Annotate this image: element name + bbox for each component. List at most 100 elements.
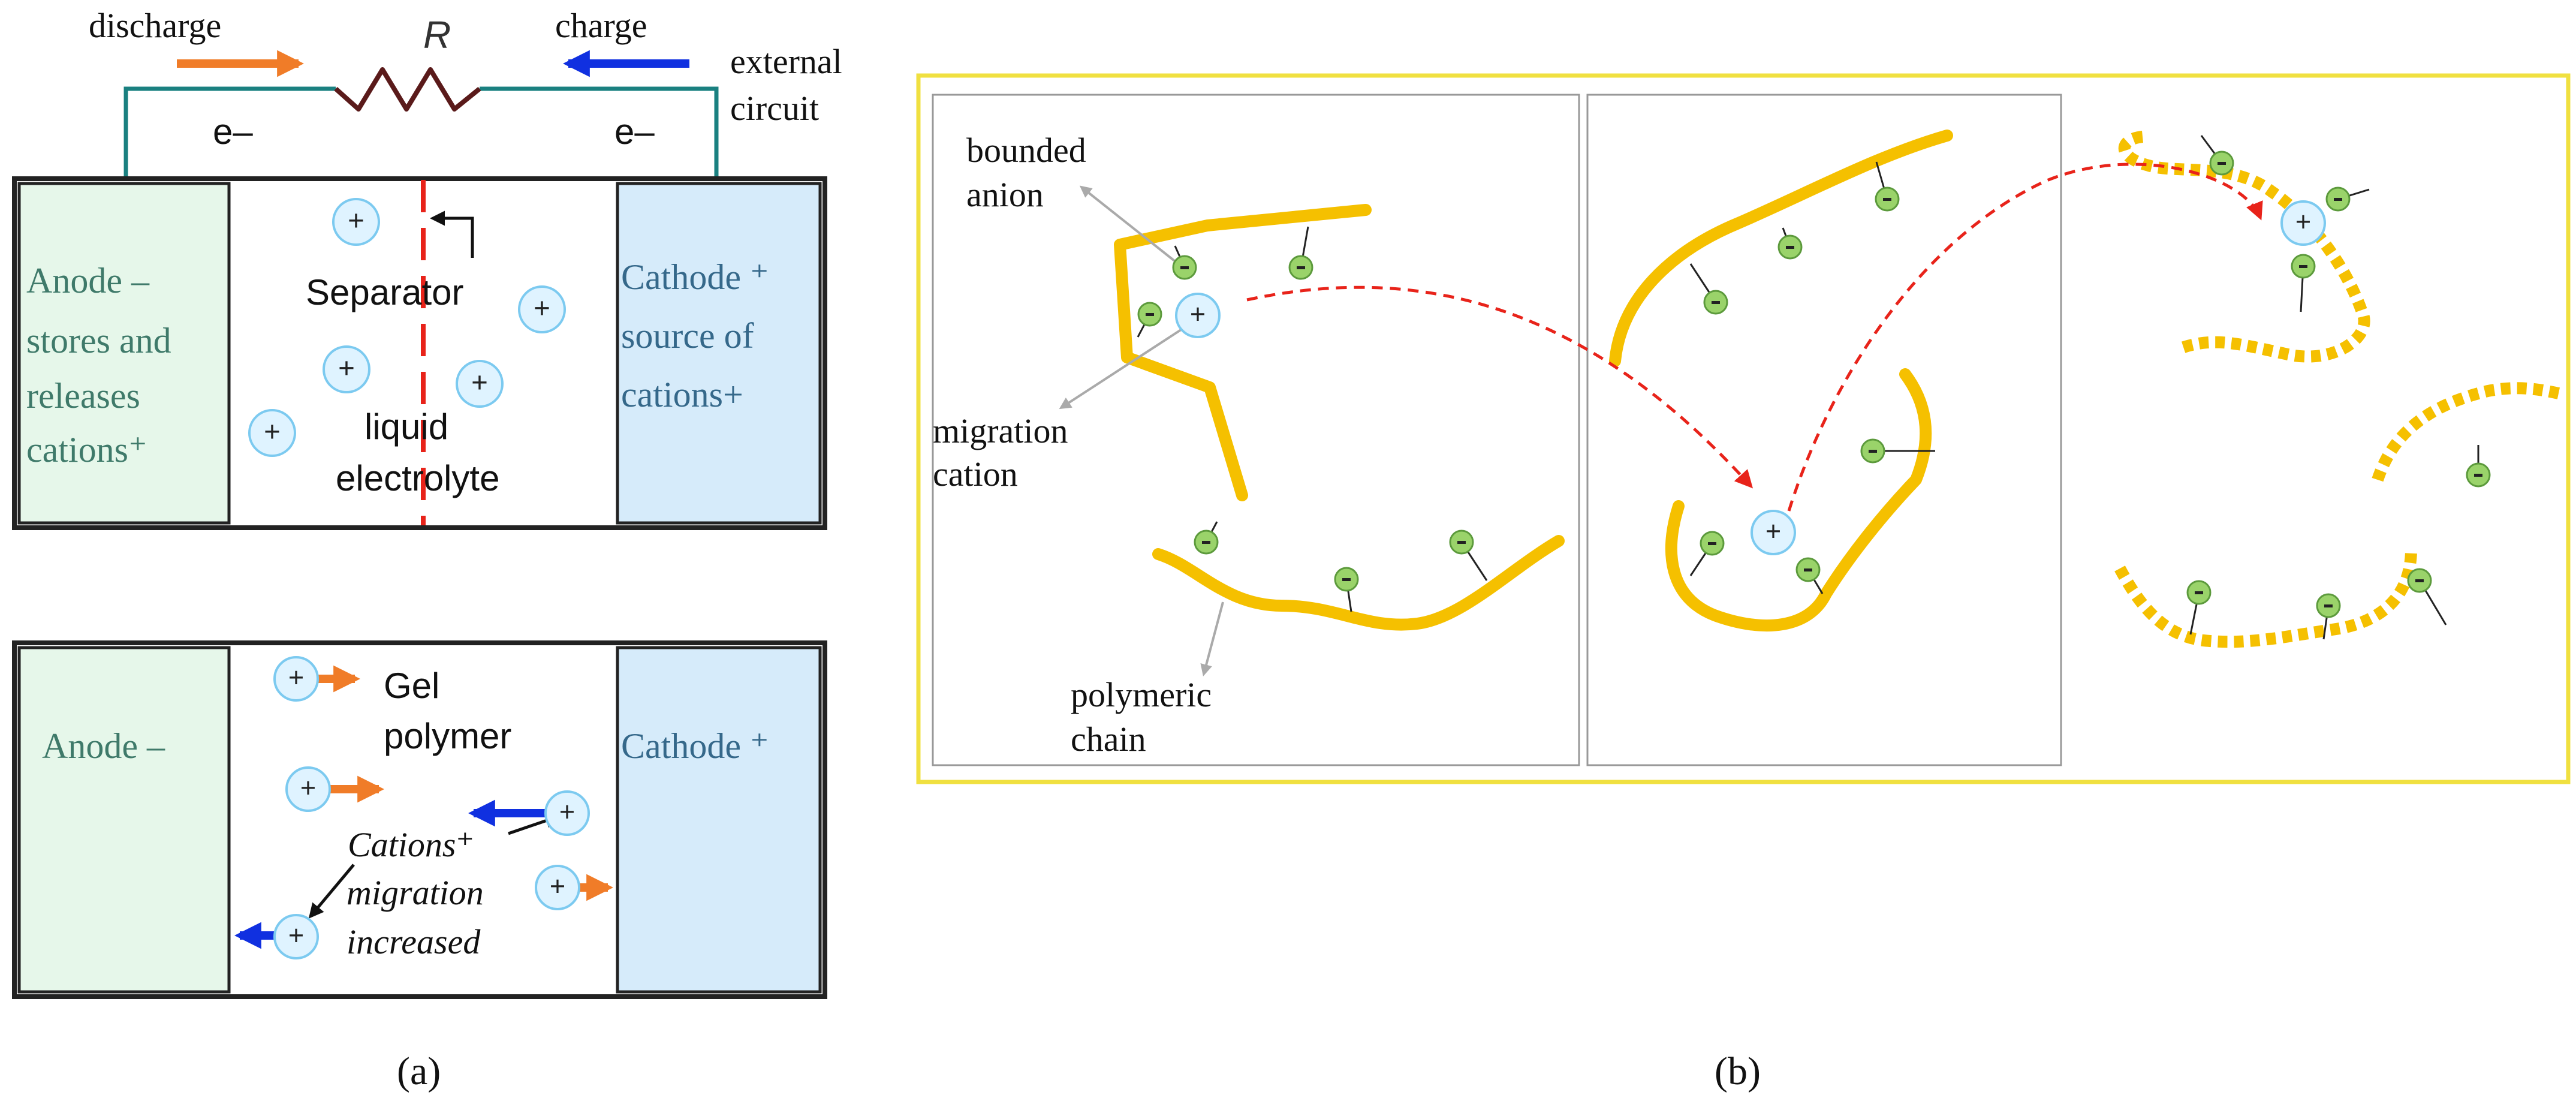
anion-icon bbox=[1795, 557, 1824, 594]
svg-text:+: + bbox=[2295, 206, 2311, 237]
external-circuit: R e– e– discharge charge external circui… bbox=[89, 6, 842, 187]
anion-icon bbox=[1334, 567, 1359, 612]
caption-b: (b) bbox=[1715, 1049, 1761, 1093]
anion-icon bbox=[2407, 568, 2447, 625]
gel-label-1: Gel bbox=[384, 666, 439, 706]
cation-icon: + bbox=[535, 865, 580, 910]
polymer-chain bbox=[1609, 130, 1953, 367]
panel-b-box-2 bbox=[1586, 94, 2062, 766]
gel-label-2: polymer bbox=[384, 716, 511, 756]
svg-text:+: + bbox=[288, 662, 304, 693]
anion-icon bbox=[1288, 226, 1313, 280]
anion-icon bbox=[2466, 445, 2491, 488]
anion-icon bbox=[1137, 302, 1162, 338]
cation-icon: + bbox=[323, 345, 370, 393]
bottom-cathode-label: Cathode ⁺ bbox=[621, 726, 769, 766]
electrolyte-label-1: liquid bbox=[364, 407, 448, 447]
migration-cation-label-2: cation bbox=[933, 455, 1018, 494]
cation-icon: + bbox=[1751, 510, 1796, 555]
separator-label: Separator bbox=[306, 272, 464, 312]
polymer-chain bbox=[1114, 204, 1372, 501]
top-anode-label-3: releases bbox=[26, 376, 140, 416]
cation-icon: + bbox=[273, 914, 319, 959]
top-cell: Anode – stores and releases cations⁺ Cat… bbox=[12, 176, 827, 530]
discharge-label: discharge bbox=[89, 6, 221, 45]
migration-path bbox=[1246, 285, 1754, 489]
bounded-anion-label-1: bounded bbox=[966, 131, 1086, 170]
migration-label-3: increased bbox=[347, 922, 481, 961]
external-circuit-label-1: external bbox=[730, 42, 842, 81]
circuit-wire bbox=[123, 86, 336, 187]
polymer-chains-dashed bbox=[2114, 131, 2560, 648]
svg-text:+: + bbox=[1190, 299, 1206, 329]
cation-icon: + bbox=[1175, 293, 1221, 338]
top-cation-group: + + + + + bbox=[248, 198, 566, 457]
svg-text:+: + bbox=[348, 205, 364, 237]
bottom-cathode-box bbox=[616, 646, 822, 994]
cation-icon: + bbox=[2280, 200, 2326, 246]
top-cathode-label-1: Cathode ⁺ bbox=[621, 257, 769, 297]
svg-text:+: + bbox=[471, 367, 488, 399]
resistor bbox=[334, 67, 481, 112]
top-cathode-label-2: source of bbox=[621, 316, 754, 356]
svg-text:+: + bbox=[559, 796, 575, 827]
electron-left-label: e– bbox=[213, 112, 253, 152]
svg-text:+: + bbox=[264, 416, 281, 448]
svg-text:+: + bbox=[550, 871, 565, 901]
bottom-anode-box bbox=[17, 646, 231, 994]
anion-icon bbox=[1689, 263, 1728, 315]
caption-a: (a) bbox=[397, 1049, 441, 1093]
anion-icon bbox=[1689, 531, 1725, 576]
polymer-chain-dashed bbox=[2118, 131, 2370, 363]
cation-icon: + bbox=[518, 285, 566, 333]
migration-label-1: Cations⁺ bbox=[348, 825, 474, 864]
anion-icon bbox=[2316, 593, 2341, 640]
panel-b-cation-group: + + + bbox=[1175, 200, 2326, 555]
anion-icon bbox=[2291, 254, 2316, 312]
bounded-anion-pointer bbox=[1079, 185, 1181, 266]
anion-icon bbox=[1194, 521, 1219, 555]
polymer-chain-dashed bbox=[2114, 551, 2417, 648]
anion-icon bbox=[1172, 245, 1197, 280]
resistor-label: R bbox=[423, 13, 451, 56]
top-cathode-box bbox=[616, 182, 822, 525]
panel-b: bounded anion migration cation polymeric… bbox=[916, 73, 2571, 1093]
svg-text:+: + bbox=[300, 772, 316, 803]
anion-group bbox=[1137, 135, 2491, 640]
bottom-anode-label: Anode – bbox=[42, 726, 165, 766]
anion-icon bbox=[2186, 580, 2212, 635]
separator-pointer bbox=[430, 210, 474, 258]
cation-icon: + bbox=[332, 198, 380, 246]
cation-icon: + bbox=[273, 656, 319, 702]
polymer-chain bbox=[1665, 368, 1932, 632]
anion-icon bbox=[1860, 438, 1935, 464]
bottom-cell: Anode – Cathode ⁺ Gel polymer Cations⁺ m… bbox=[12, 640, 827, 999]
bounded-anion-label-2: anion bbox=[966, 175, 1044, 214]
migration-pointer-left bbox=[308, 864, 355, 919]
electrolyte-label-2: electrolyte bbox=[336, 458, 499, 498]
polymeric-chain-label-1: polymeric bbox=[1071, 675, 1212, 714]
electron-right-label: e– bbox=[614, 112, 655, 152]
anion-icon bbox=[1449, 530, 1488, 581]
top-anode-box bbox=[17, 182, 231, 525]
cation-icon: + bbox=[544, 790, 590, 836]
migration-cation-pointer bbox=[1059, 326, 1186, 410]
external-circuit-label-2: circuit bbox=[730, 89, 819, 128]
migration-path bbox=[1787, 163, 2263, 512]
svg-text:+: + bbox=[288, 920, 304, 950]
charge-label: charge bbox=[555, 6, 647, 45]
svg-text:+: + bbox=[338, 353, 355, 384]
panel-a: R e– e– discharge charge external circui… bbox=[12, 6, 842, 1093]
anion-icon bbox=[2200, 135, 2234, 176]
polymeric-chain-label-2: chain bbox=[1071, 720, 1146, 759]
polymer-chain-dashed bbox=[2372, 382, 2560, 482]
panel-b-box-1 bbox=[932, 94, 1580, 766]
top-anode-label-2: stores and bbox=[26, 321, 171, 360]
anion-icon bbox=[2325, 186, 2370, 212]
svg-text:+: + bbox=[534, 293, 550, 324]
top-anode-label-1: Anode – bbox=[26, 261, 150, 300]
polymer-chains bbox=[1114, 130, 1953, 632]
svg-text:+: + bbox=[1765, 516, 1781, 546]
cation-icon: + bbox=[248, 409, 296, 457]
